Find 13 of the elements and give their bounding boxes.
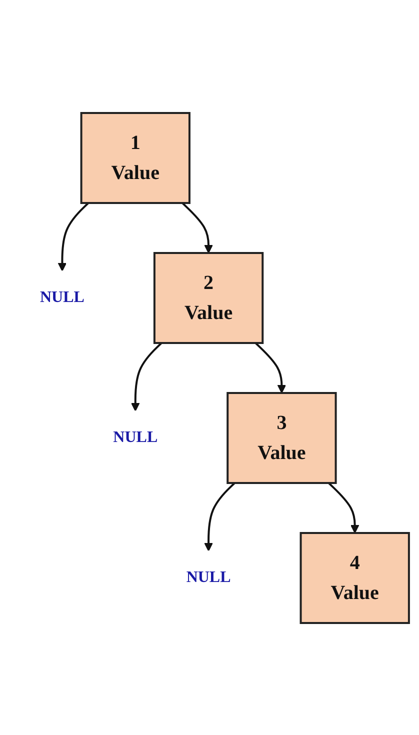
arrow <box>182 202 213 253</box>
node-box: 2 Value <box>153 252 264 344</box>
node-box: 4 Value <box>300 532 410 624</box>
node-box: 1 Value <box>80 112 190 204</box>
node-text: NULL <box>186 568 231 586</box>
node-text: NULL <box>113 428 158 446</box>
arrow <box>328 482 360 533</box>
node-box: 3 Value <box>226 392 337 484</box>
arrow <box>204 482 236 551</box>
node-text: NULL <box>40 288 84 306</box>
arrow <box>254 342 286 393</box>
arrow <box>58 202 90 271</box>
arrow <box>131 342 162 411</box>
